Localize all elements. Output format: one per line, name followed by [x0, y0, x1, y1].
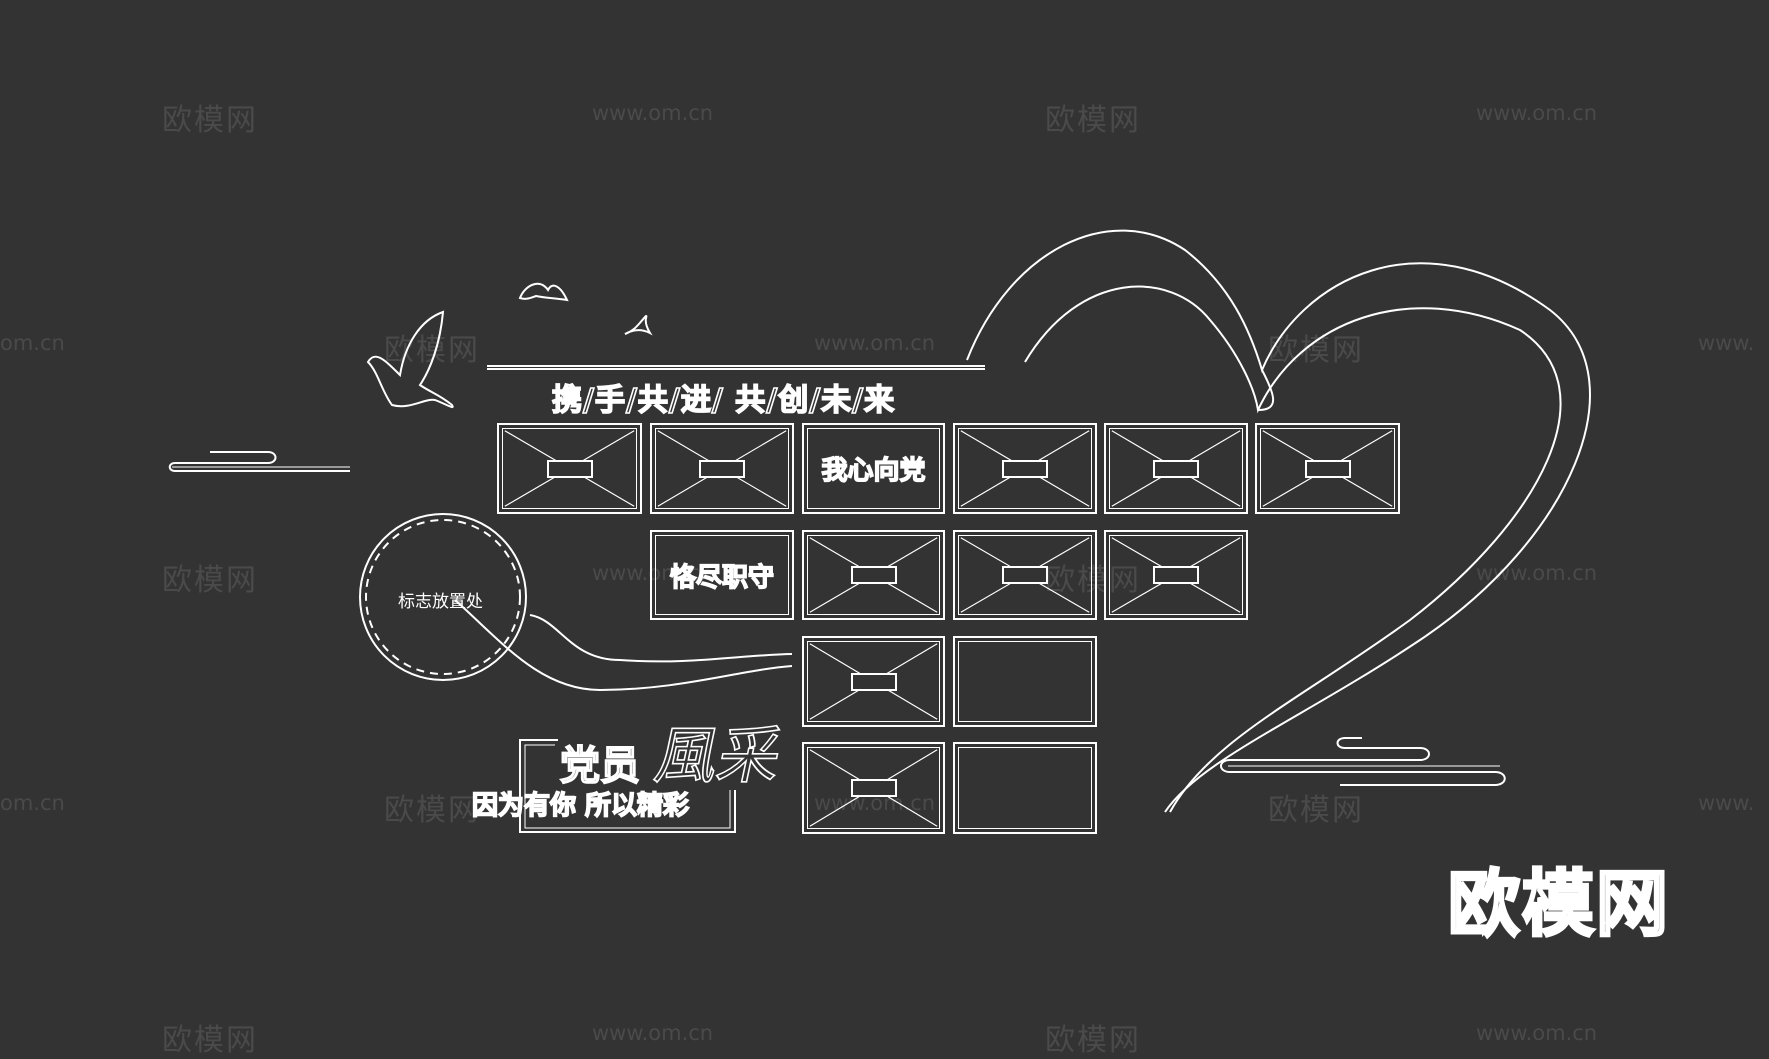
frame-text: 恪尽职守	[669, 562, 774, 593]
watermark-url: www.om.cn	[1476, 101, 1598, 125]
watermark-brand: 欧模网	[162, 103, 258, 138]
watermark-brand: 欧模网	[1268, 333, 1364, 368]
photo-frame	[953, 423, 1097, 514]
logo-placeholder-label: 标志放置处	[398, 592, 483, 612]
photo-frame	[802, 636, 945, 727]
photo-frame	[497, 423, 642, 514]
watermark-brand: 欧模网	[162, 563, 258, 598]
photo-frame	[1104, 423, 1248, 514]
party-calligraphy: 風采	[648, 718, 789, 793]
watermark-url: www.	[1698, 791, 1755, 815]
watermark-url: www.om.cn	[814, 331, 936, 355]
heart-ribbon-outer	[966, 229, 1591, 813]
party-slogan: 因为有你 所以精彩	[471, 790, 690, 822]
bird-small-icon	[518, 282, 569, 302]
heart-ribbon-inner2	[1257, 369, 1275, 411]
frame-text: 我心向党	[821, 455, 926, 486]
name-plate	[699, 459, 745, 478]
watermark-url: www.	[1698, 331, 1755, 355]
party-frame-bracket	[519, 739, 736, 833]
text-frame: 我心向党	[802, 423, 945, 514]
name-plate	[1002, 566, 1048, 584]
party-title: 党员	[559, 742, 641, 790]
watermark-url: om.cn	[0, 331, 65, 355]
watermark-url: www.om.cn	[592, 561, 714, 585]
watermark-brand: 欧模网	[1045, 563, 1141, 598]
watermark-brand: 欧模网	[1045, 103, 1141, 138]
name-plate	[546, 459, 593, 478]
watermark-url: www.om.cn	[1476, 561, 1598, 585]
banner-title: 携/手/共/进/ 共/创/未/来	[551, 382, 896, 419]
name-plate	[850, 566, 897, 584]
empty-frame	[953, 742, 1097, 834]
logo-circle-outline	[359, 513, 527, 681]
photo-frame	[802, 742, 945, 834]
dove-icon	[366, 310, 454, 409]
watermark-brand: 欧模网	[1268, 793, 1364, 828]
text-frame: 恪尽职守	[650, 530, 794, 620]
brand-logo: 欧模网	[1446, 861, 1671, 948]
heart-ribbon-inner	[1024, 285, 1562, 813]
photo-frame	[1255, 423, 1400, 514]
cloud-right-icon	[1220, 737, 1506, 786]
cloud-left-icon	[168, 451, 350, 472]
name-plate	[850, 672, 897, 691]
name-plate	[850, 779, 897, 797]
photo-frame	[650, 423, 794, 514]
watermark-brand: 欧模网	[384, 793, 480, 828]
name-plate	[1304, 459, 1351, 478]
name-plate	[1153, 566, 1199, 584]
watermark-url: www.om.cn	[592, 101, 714, 125]
empty-frame	[953, 636, 1097, 727]
photo-frame	[953, 530, 1097, 620]
photo-frame	[1104, 530, 1248, 620]
name-plate	[1153, 459, 1199, 478]
bird-tiny-icon	[624, 314, 653, 336]
watermark-url: om.cn	[0, 791, 65, 815]
name-plate	[1002, 459, 1048, 478]
photo-frame	[802, 530, 945, 620]
swoosh-line	[454, 599, 793, 692]
